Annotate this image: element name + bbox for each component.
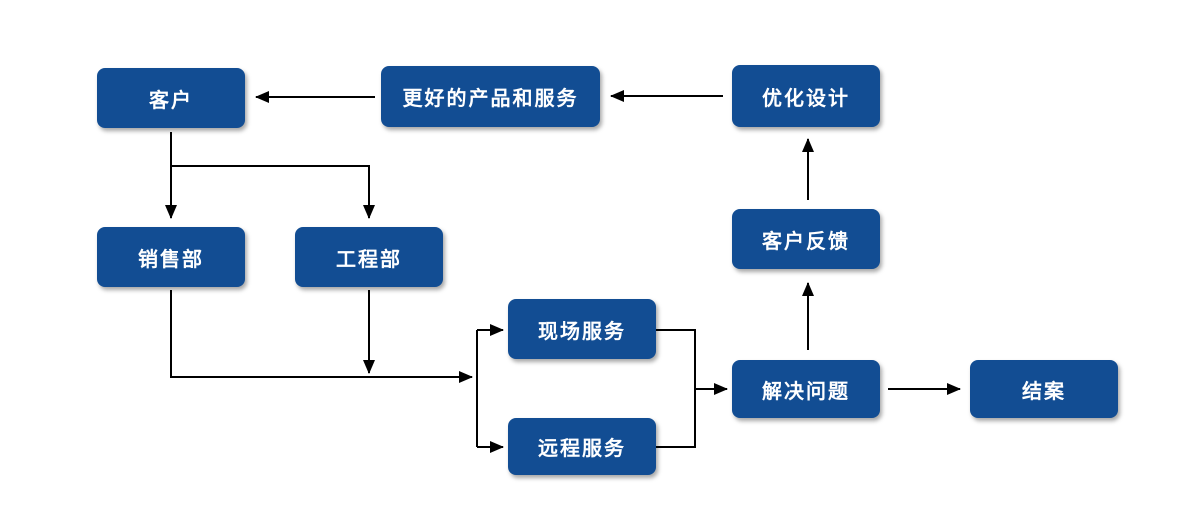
node-customer-feedback: 客户反馈	[732, 209, 880, 269]
node-close-case-label: 结案	[1022, 378, 1066, 403]
node-better-products: 更好的产品和服务	[381, 66, 600, 127]
node-engineering-dept-label: 工程部	[336, 246, 402, 271]
node-sales-dept-label: 销售部	[138, 246, 204, 271]
node-remote-service-label: 远程服务	[538, 436, 626, 460]
node-engineering-dept: 工程部	[295, 227, 443, 287]
connector-sales-to-split	[170, 290, 473, 383]
node-better-products-label: 更好的产品和服务	[402, 86, 579, 110]
node-sales-dept: 销售部	[97, 227, 245, 287]
node-remote-service: 远程服务	[508, 418, 656, 475]
node-optimize-design-label: 优化设计	[762, 85, 850, 110]
connector-customer-to-engineering	[171, 165, 375, 219]
node-solve-problem-label: 解决问题	[762, 378, 850, 403]
node-solve-problem: 解决问题	[732, 360, 880, 418]
node-customer: 客户	[97, 68, 245, 128]
node-customer-label: 客户	[149, 87, 193, 112]
node-onsite-service-label: 现场服务	[538, 318, 626, 343]
node-onsite-service: 现场服务	[508, 299, 656, 359]
node-optimize-design: 优化设计	[732, 65, 880, 127]
node-customer-feedback-label: 客户反馈	[762, 228, 850, 253]
node-close-case: 结案	[970, 360, 1118, 418]
